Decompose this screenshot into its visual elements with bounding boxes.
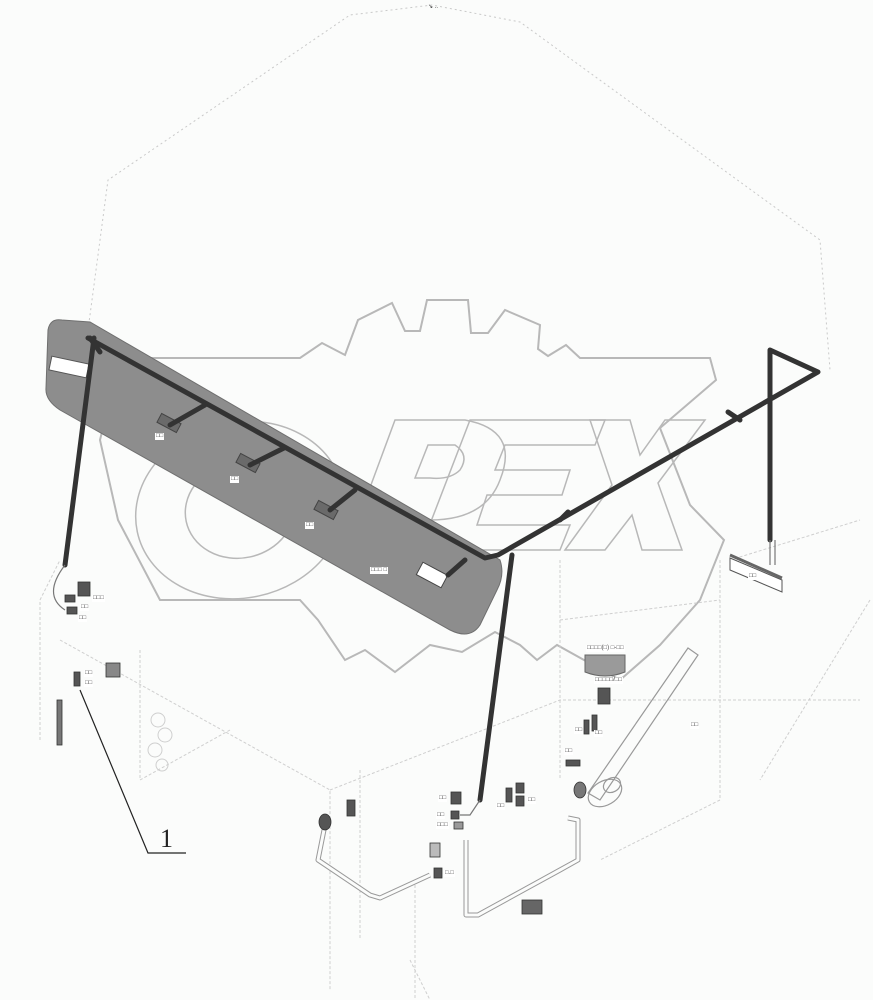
panel-lamps <box>156 412 449 589</box>
connectors <box>56 581 611 915</box>
connector-label: □□ <box>80 604 90 611</box>
connector-label: □□ <box>78 615 88 622</box>
connector-label: □□ <box>594 730 604 737</box>
connector-label: □□ <box>564 748 574 755</box>
panel-label-4: □□□ □ <box>370 567 389 574</box>
connector-label: □□ <box>84 670 94 677</box>
control-lever <box>587 647 699 808</box>
connector-label: □□□ <box>92 595 105 602</box>
cab-roof-outline <box>87 4 831 371</box>
right-curved-part <box>584 654 626 677</box>
panel-label-3: □□ <box>305 522 315 529</box>
callout-1-leader <box>79 689 186 854</box>
connector-label: □□ <box>748 573 758 580</box>
lower-conduits-inner <box>316 816 580 917</box>
watermark-gear <box>98 299 726 682</box>
connector-label: □□□ <box>436 822 449 829</box>
connector-label: □□ <box>690 722 700 729</box>
callout-number-1: 1 <box>160 824 173 853</box>
panel-label-1: □□ <box>155 433 165 440</box>
main-harness <box>62 335 821 803</box>
cab-interior-outline <box>39 519 871 1000</box>
gauge-cluster <box>147 712 173 772</box>
connector-label: □□ <box>496 803 506 810</box>
roof-panel <box>45 319 503 635</box>
panel-label-2: □□ <box>230 476 240 483</box>
connector-label: □□ <box>84 680 94 687</box>
connector-label: □□ <box>436 812 446 819</box>
top-mark: ↘ .. <box>428 4 439 10</box>
connector-label: □□ <box>438 795 448 802</box>
connector-label: □□ <box>527 797 537 804</box>
connector-label: □□□□(□) □-□□ <box>586 645 625 652</box>
connector-label: □□□□□/□□ <box>594 677 624 684</box>
connector-label: □□ <box>574 727 584 734</box>
thin-harness <box>52 540 776 816</box>
connector-label: □.□ <box>444 870 455 877</box>
